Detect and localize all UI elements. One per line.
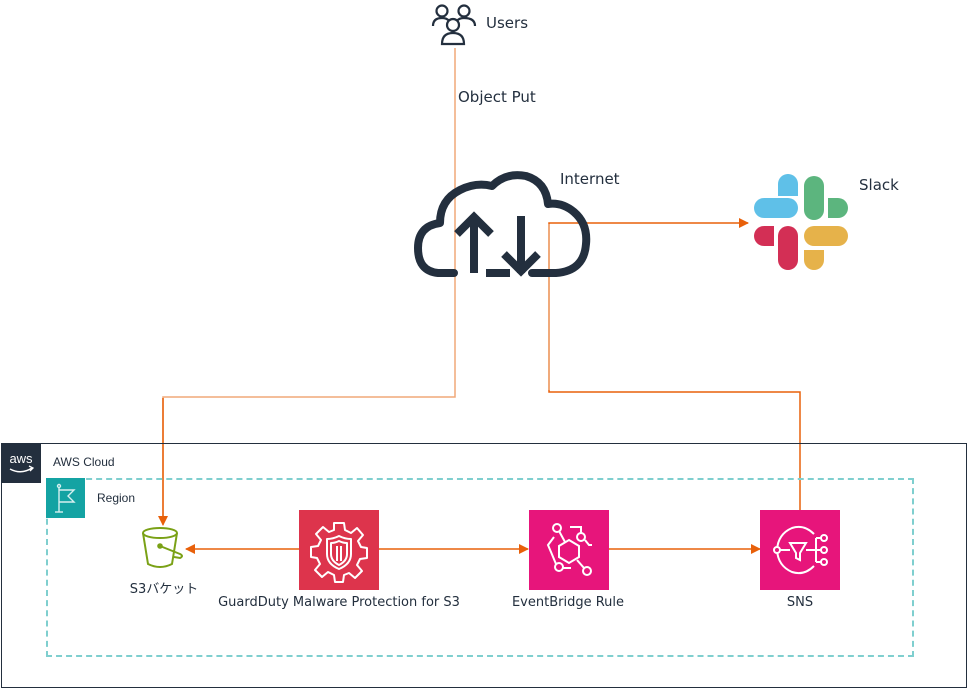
slack-label: Slack [859, 176, 899, 194]
sns-node[interactable] [760, 510, 840, 590]
aws-cloud-label: AWS Cloud [53, 455, 115, 469]
region-badge [46, 478, 85, 518]
s3-label: S3バケット [129, 582, 199, 597]
slack-logo-icon[interactable] [752, 174, 850, 272]
aws-logo-text: aws [9, 451, 33, 466]
edge-label-object-put: Object Put [458, 88, 536, 106]
eventbridge-label: EventBridge Rule [511, 595, 625, 610]
region-label: Region [97, 491, 136, 505]
sns-label: SNS [786, 595, 814, 610]
guardduty-label: GuardDuty Malware Protection for S3 [218, 595, 460, 610]
aws-logo-badge: aws [1, 443, 41, 483]
eventbridge-icon [546, 523, 592, 576]
aws-logo-icon: aws [9, 451, 35, 473]
eventbridge-node[interactable] [529, 510, 609, 590]
edge-sns-to-slack [548, 218, 801, 510]
s3-bucket-icon[interactable] [140, 524, 188, 572]
guardduty-node[interactable] [299, 510, 379, 590]
cloud-upload-download-icon [414, 171, 591, 277]
flag-icon [55, 483, 76, 513]
users-label: Users [486, 14, 529, 32]
region-group [46, 478, 914, 657]
users-icon [431, 4, 477, 46]
internet-label: Internet [560, 170, 620, 188]
sns-icon [773, 525, 828, 575]
guardduty-shield-gear-icon [310, 522, 368, 583]
aws-cloud-group [1, 443, 967, 688]
